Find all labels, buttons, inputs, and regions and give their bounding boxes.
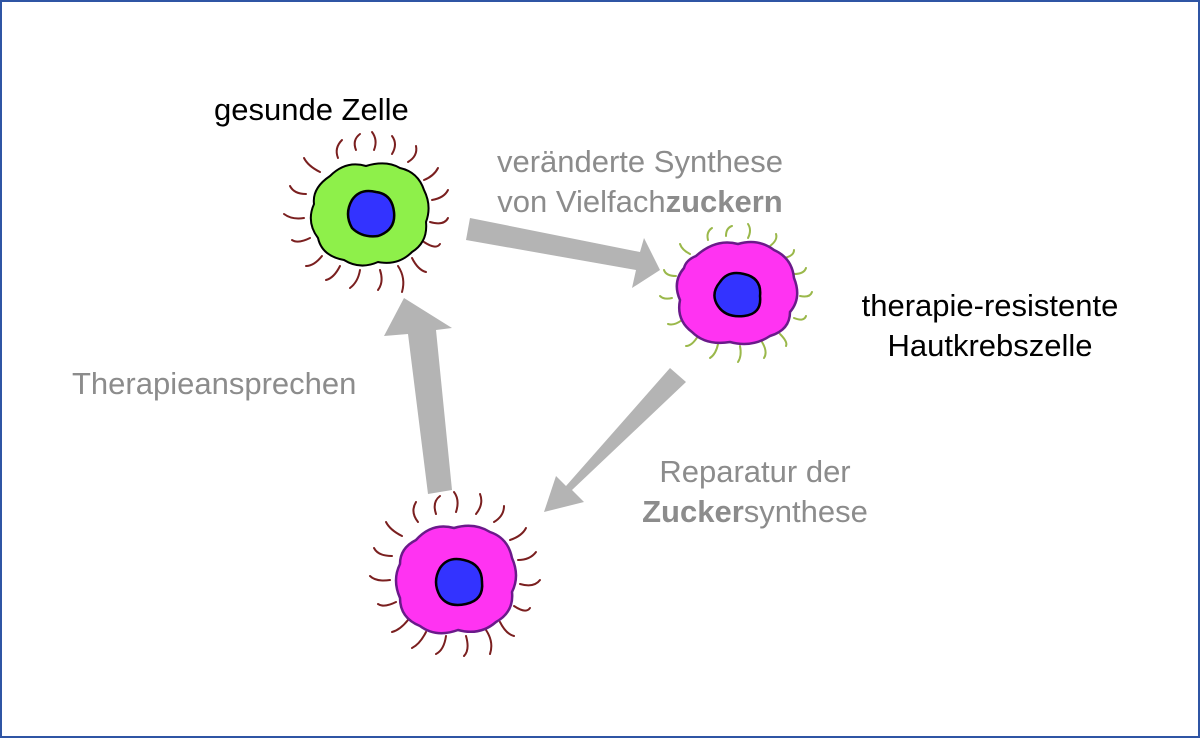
nucleus [713, 271, 762, 318]
glycan-hairs [283, 131, 449, 293]
top-arrow-label-line1: veränderte Synthese [496, 144, 784, 179]
healthy-cell-label: gesunde Zelle [214, 92, 409, 127]
responsive-cancer-cell [369, 491, 541, 657]
right-arrow-label-line2-text: synthese [743, 494, 868, 529]
top-arrow-label-line2-bold: zuckern [665, 184, 783, 219]
right-arrow-label-line2: Zuckersynthese [620, 492, 890, 532]
resistant-cell-label: therapie-resistente Hautkrebszelle [842, 286, 1138, 366]
resistant-cell-label-line1: therapie-resistente [861, 288, 1119, 323]
top-arrow-label-line2-text: von Vielfach [497, 184, 666, 219]
glycan-hairs [369, 491, 541, 657]
right-arrow-label-line1: Reparatur der [659, 454, 851, 489]
nucleus [434, 557, 484, 607]
arrow-responsive-to-healthy [384, 298, 452, 494]
nucleus [346, 189, 396, 238]
right-arrow-label-line2-bold: Zucker [642, 494, 744, 529]
top-arrow-label: veränderte Synthese von Vielfachzuckern [480, 142, 800, 222]
arrow-resistant-to-responsive [544, 368, 686, 512]
left-arrow-label: Therapieansprechen [72, 366, 357, 401]
right-arrow-label: Reparatur der Zuckersynthese [620, 452, 890, 532]
arrow-healthy-to-resistant [466, 218, 660, 288]
resistant-cell-label-line2: Hautkrebszelle [887, 328, 1093, 363]
healthy-cell [283, 131, 449, 293]
resistant-cancer-cell [659, 223, 813, 363]
top-arrow-label-line2: von Vielfachzuckern [480, 182, 800, 222]
glycan-hairs [659, 223, 813, 363]
